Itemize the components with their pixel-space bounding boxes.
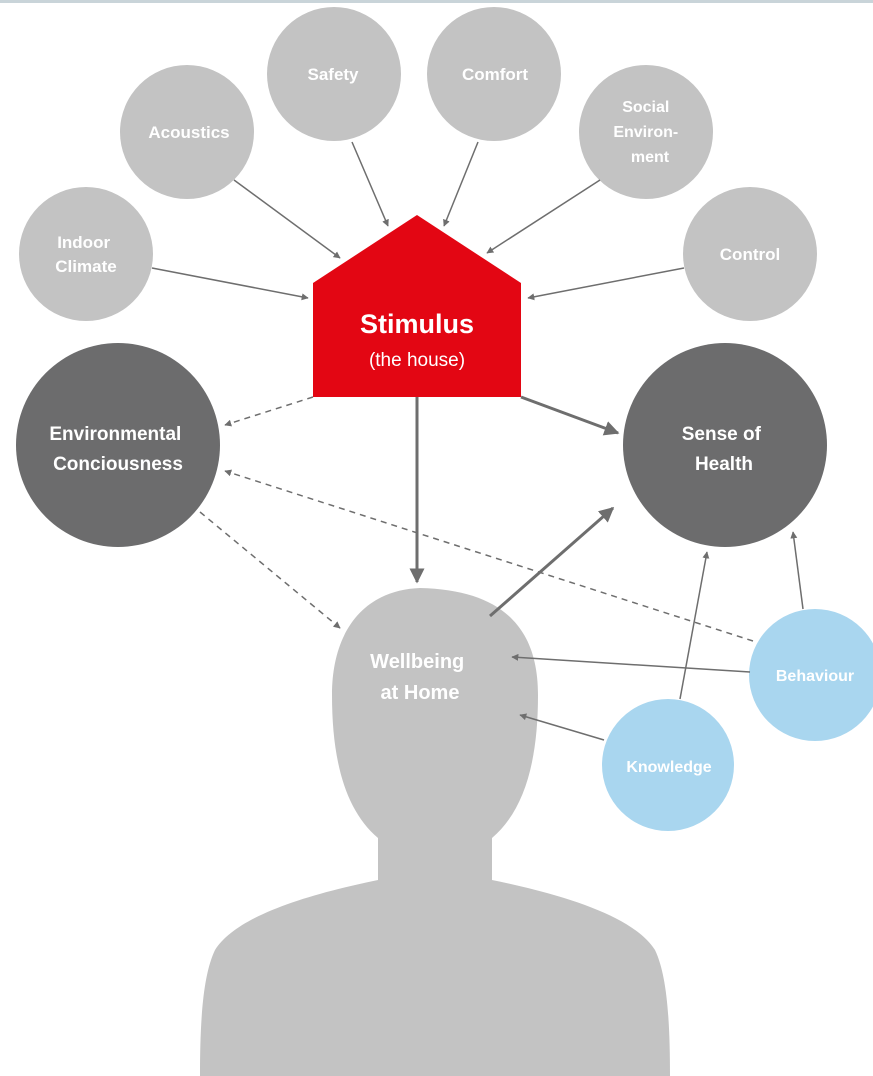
- environmental-consciousness-circle: [16, 343, 220, 547]
- behaviour-circle: [749, 609, 873, 741]
- factor-circle-safety: [267, 7, 401, 141]
- top-rule: [0, 0, 873, 3]
- stimulus-subtitle: (the house): [369, 350, 465, 371]
- arrow-house-to-environmental: [224, 396, 314, 427]
- arrow-wellbeing-to-sense-of-health: [489, 506, 615, 618]
- arrow-knowledge-to-wellbeing: [519, 713, 605, 741]
- safety-label: Safety: [307, 65, 359, 84]
- arrow-environmental-to-wellbeing: [199, 511, 341, 629]
- stimulus-house: [313, 215, 521, 397]
- arrow-social-environment-to-house: [486, 179, 601, 254]
- knowledge-label: Knowledge: [626, 759, 711, 776]
- knowledge-circle: [602, 699, 734, 831]
- factor-circle-control: [683, 187, 817, 321]
- sense-of-health-label: Sense of Health: [682, 424, 766, 475]
- environmental-consciousness-label: Environmental Conciousness: [49, 424, 186, 475]
- arrows: [151, 141, 804, 741]
- factor-circle-acoustics: [120, 65, 254, 199]
- arrow-knowledge-to-sense-of-health: [679, 551, 710, 700]
- arrow-behaviour-to-environmental: [224, 469, 754, 642]
- social-environment-label: Social Environ- ment: [613, 99, 682, 166]
- arrow-behaviour-to-wellbeing: [511, 653, 751, 673]
- arrow-safety-to-house: [351, 141, 389, 227]
- arrow-house-to-sense-of-health: [520, 395, 620, 436]
- indoor-climate-label: Indoor Climate: [55, 233, 116, 276]
- sense-of-health-circle: [623, 343, 827, 547]
- arrow-behaviour-to-sense-of-health: [790, 531, 804, 610]
- stimulus-title: Stimulus: [360, 309, 474, 339]
- comfort-label: Comfort: [462, 65, 528, 84]
- behaviour-label: Behaviour: [776, 668, 854, 685]
- arrow-indoor-climate-to-house: [151, 267, 309, 301]
- acoustics-label: Acoustics: [148, 123, 229, 142]
- arrow-comfort-to-house: [443, 141, 479, 227]
- arrow-control-to-house: [527, 267, 685, 301]
- arrow-acoustics-to-house: [233, 179, 341, 259]
- factor-circle-indoor-climate: [19, 187, 153, 321]
- control-label: Control: [720, 245, 780, 264]
- factor-circle-social-environment: [579, 65, 713, 199]
- factor-circle-comfort: [427, 7, 561, 141]
- wellbeing-at-home-label: Wellbeing at Home: [370, 651, 470, 704]
- person-silhouette: [200, 588, 670, 1076]
